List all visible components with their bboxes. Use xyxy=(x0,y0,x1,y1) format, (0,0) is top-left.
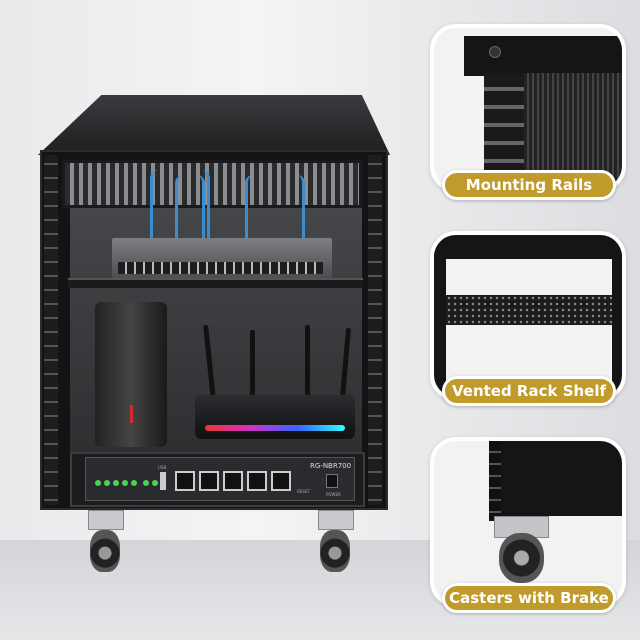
rack-bottom xyxy=(489,441,622,516)
router-rgb-light xyxy=(205,425,345,431)
ethernet-port xyxy=(175,471,195,491)
rack-top-closeup xyxy=(434,235,622,259)
router-led xyxy=(130,405,133,423)
vented-shelf-panel xyxy=(430,231,626,401)
status-led xyxy=(152,480,158,486)
usb-port xyxy=(160,472,166,490)
caster-mount xyxy=(88,510,124,530)
gateway-model: RG-NBR700 xyxy=(310,462,352,470)
gateway-front-panel xyxy=(85,457,355,501)
status-led xyxy=(143,480,149,486)
vented-shelf xyxy=(446,295,612,325)
right-rail xyxy=(368,155,382,505)
mounting-rails-panel xyxy=(430,24,626,192)
caster-wheel xyxy=(499,533,544,583)
wifi-router xyxy=(195,395,355,439)
power-label: POWER xyxy=(326,492,341,497)
left-rail xyxy=(44,155,58,505)
status-led xyxy=(131,480,137,486)
usb-label: USB xyxy=(158,465,167,470)
rack-top-closeup xyxy=(464,36,622,76)
rail-interior xyxy=(524,73,622,188)
casters-panel xyxy=(430,437,626,607)
ethernet-port xyxy=(271,471,291,491)
status-led xyxy=(95,480,101,486)
patch-panel xyxy=(62,160,362,208)
rack-post xyxy=(434,235,446,397)
screw-icon xyxy=(489,46,501,58)
caster-wheel xyxy=(320,530,350,572)
rack-post xyxy=(489,441,501,521)
switch-ports xyxy=(118,262,323,274)
antenna xyxy=(305,325,310,397)
casters-label: Casters with Brake xyxy=(442,583,616,613)
status-led xyxy=(104,480,110,486)
caster-wheel xyxy=(90,530,120,572)
power-jack xyxy=(326,474,338,488)
vented-shelf-label: Vented Rack Shelf xyxy=(442,376,616,406)
ethernet-port xyxy=(199,471,219,491)
status-led xyxy=(113,480,119,486)
caster-mount xyxy=(318,510,354,530)
antenna xyxy=(250,330,255,398)
mounting-rail xyxy=(484,73,524,188)
ethernet-port xyxy=(247,471,267,491)
rack-top xyxy=(38,95,390,155)
mesh-router xyxy=(95,302,167,447)
mounting-rails-label: Mounting Rails xyxy=(442,170,616,200)
status-led xyxy=(122,480,128,486)
reset-label: RESET xyxy=(297,489,310,494)
ethernet-port xyxy=(223,471,243,491)
rack-post xyxy=(612,235,622,397)
vented-shelf xyxy=(68,278,363,288)
